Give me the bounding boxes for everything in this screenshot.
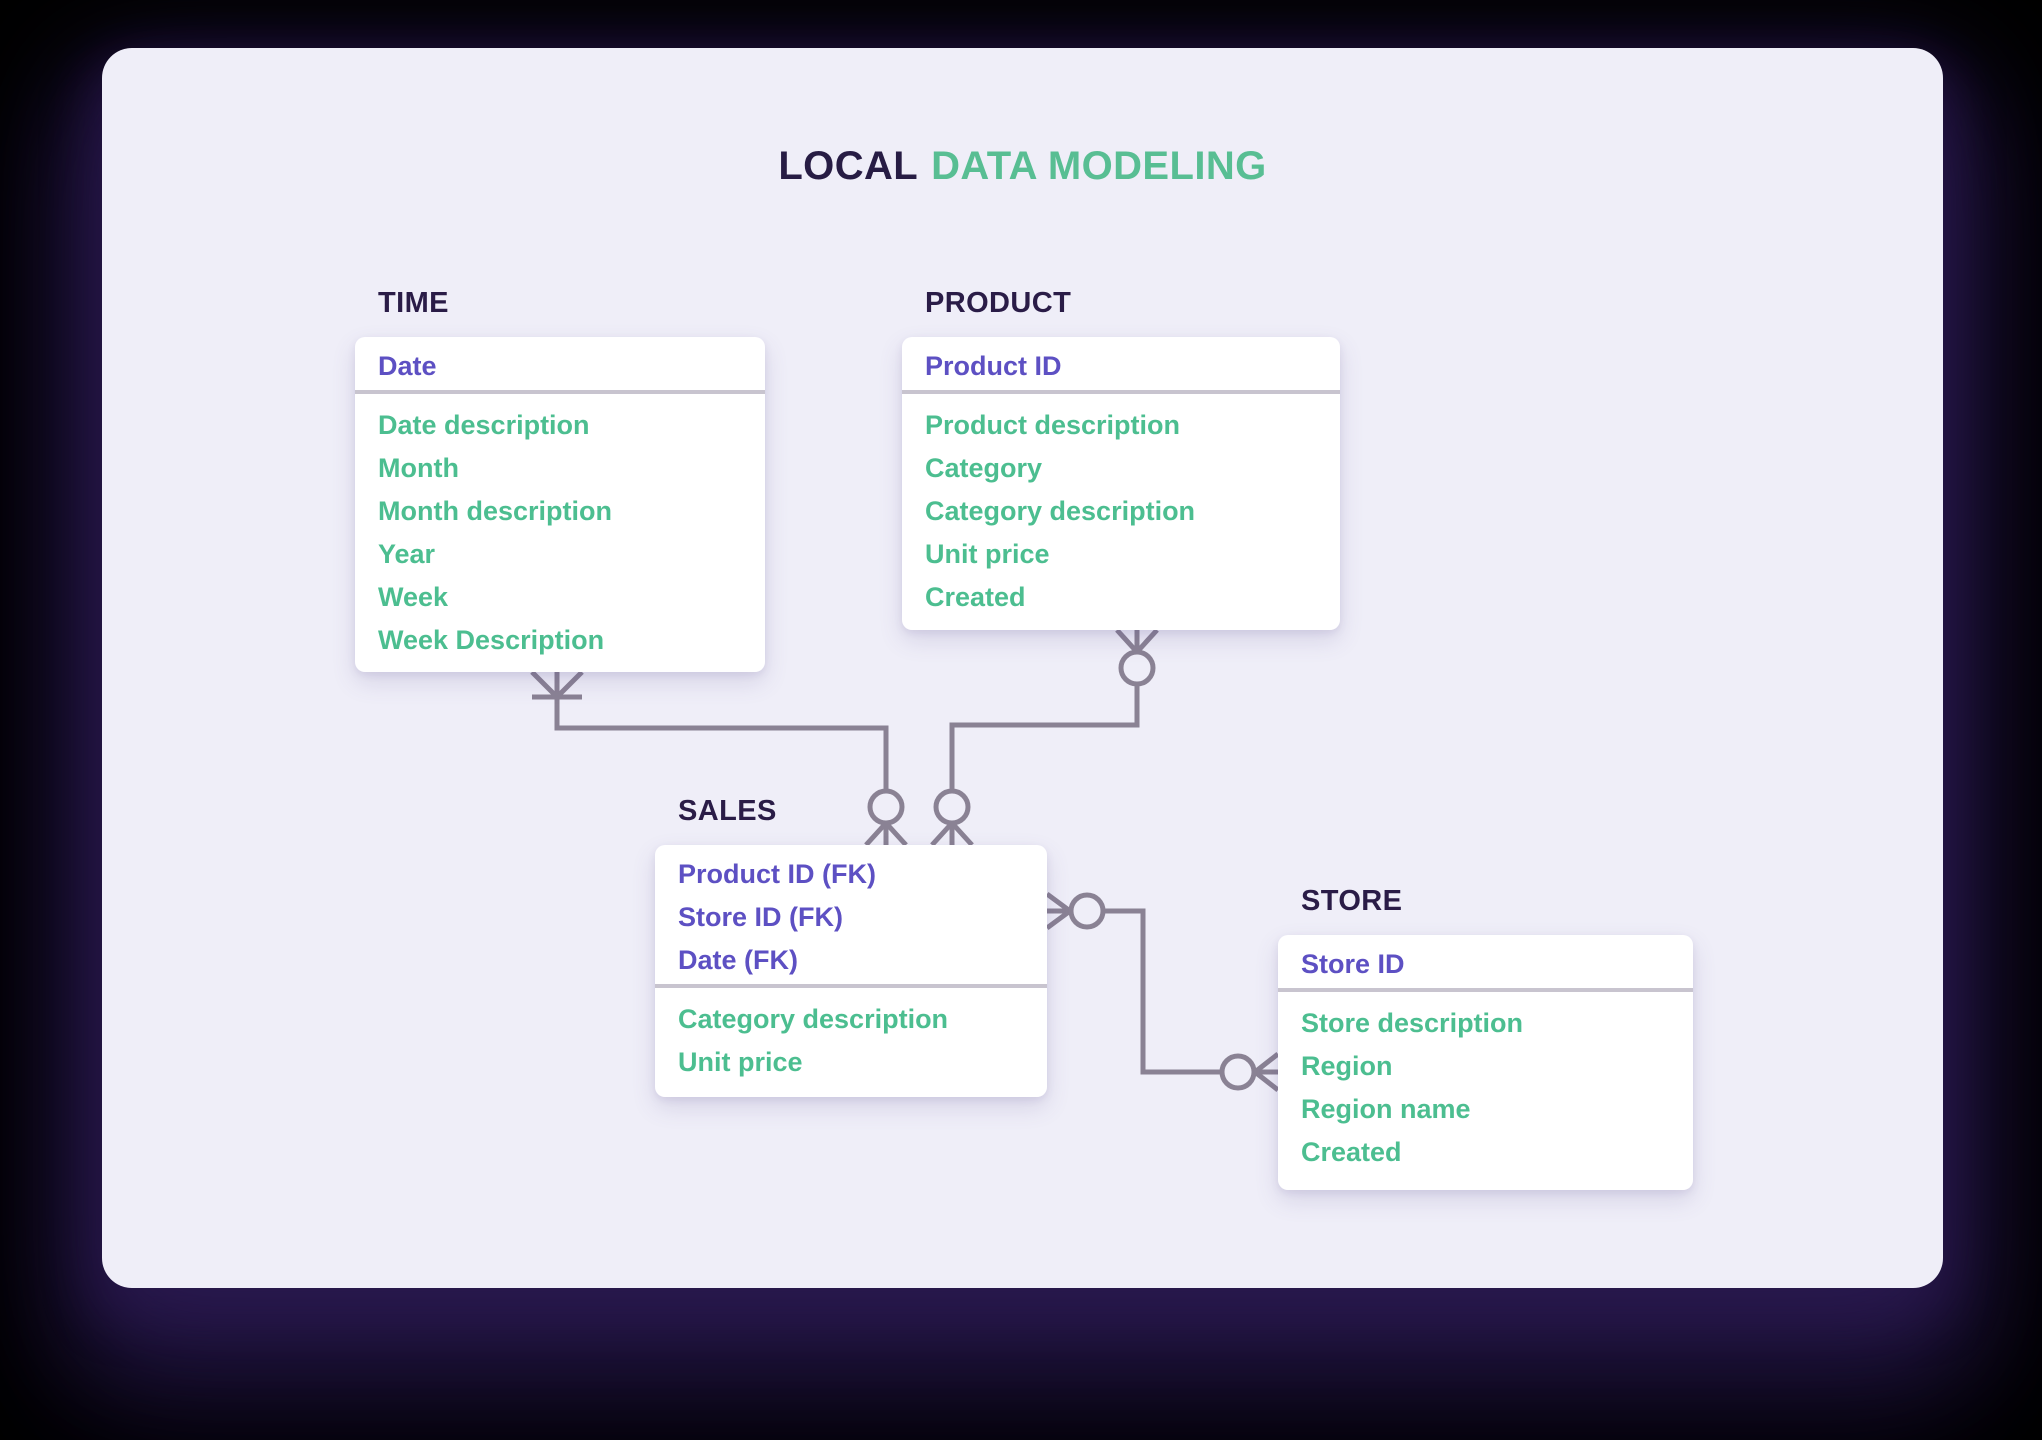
zero-marker-icon: [1118, 649, 1156, 687]
attribute-field: Unit price: [678, 1047, 803, 1077]
entity-store-card[interactable]: Store ID Store description Region Region…: [1278, 935, 1693, 1190]
key-field: Store ID (FK): [678, 902, 843, 932]
diagram-panel: LOCAL DATA MODELING: [102, 48, 1943, 1288]
key-field: Product ID (FK): [678, 859, 876, 889]
attribute-field: Product description: [925, 410, 1181, 440]
attribute-field: Date description: [378, 410, 590, 440]
attribute-field: Created: [925, 582, 1026, 612]
attribute-field: Category description: [678, 1004, 949, 1034]
key-divider: [355, 390, 765, 394]
attribute-field: Month: [378, 453, 459, 483]
relationship-product-sales: [930, 628, 1159, 847]
key-divider: [1278, 988, 1693, 992]
entity-product-title: PRODUCT: [925, 287, 1072, 319]
entity-store-title: STORE: [1301, 885, 1403, 917]
key-divider: [902, 390, 1340, 394]
entity-product-card[interactable]: Product ID Product description Category …: [902, 337, 1340, 630]
attribute-field: Created: [1301, 1137, 1402, 1167]
key-divider: [655, 984, 1047, 988]
entity-product[interactable]: PRODUCT Product ID Product description C…: [902, 288, 1340, 630]
key-field: Store ID: [1301, 949, 1405, 979]
entity-sales-card[interactable]: Product ID (FK) Store ID (FK) Date (FK) …: [655, 845, 1047, 1097]
attribute-field: Category description: [925, 496, 1196, 526]
attribute-field: Store description: [1301, 1008, 1524, 1038]
attribute-field: Month description: [378, 496, 612, 526]
attribute-field: Week: [378, 582, 449, 612]
entity-store[interactable]: STORE Store ID Store description Region …: [1278, 886, 1693, 1190]
key-field: Product ID: [925, 351, 1062, 381]
zero-marker-icon: [1219, 1053, 1257, 1091]
entity-sales-title: SALES: [678, 795, 777, 827]
page-title: LOCAL DATA MODELING: [102, 146, 1943, 186]
relationship-time-sales: [530, 670, 908, 847]
page-title-highlight: DATA MODELING: [931, 144, 1267, 188]
attribute-field: Region: [1301, 1051, 1393, 1081]
attribute-field: Week Description: [378, 625, 605, 655]
diagram-connectors: [530, 628, 1280, 1092]
entity-time-card[interactable]: Date Date description Month Month descri…: [355, 337, 765, 672]
attribute-field: Unit price: [925, 539, 1050, 569]
zero-marker-icon: [933, 788, 971, 826]
attribute-field: Category: [925, 453, 1043, 483]
key-field: Date (FK): [678, 945, 798, 975]
page-title-prefix: LOCAL: [778, 144, 919, 188]
key-field: Date: [378, 351, 437, 381]
attribute-field: Year: [378, 539, 436, 569]
relationship-sales-store: [1045, 891, 1280, 1092]
zero-marker-icon: [1068, 892, 1106, 930]
attribute-field: Region name: [1301, 1094, 1471, 1124]
entity-time-title: TIME: [378, 287, 449, 319]
entity-sales[interactable]: SALES Product ID (FK) Store ID (FK) Date…: [655, 796, 1047, 1097]
entity-time[interactable]: TIME Date Date description Month Month d…: [355, 288, 765, 672]
zero-marker-icon: [867, 788, 905, 826]
